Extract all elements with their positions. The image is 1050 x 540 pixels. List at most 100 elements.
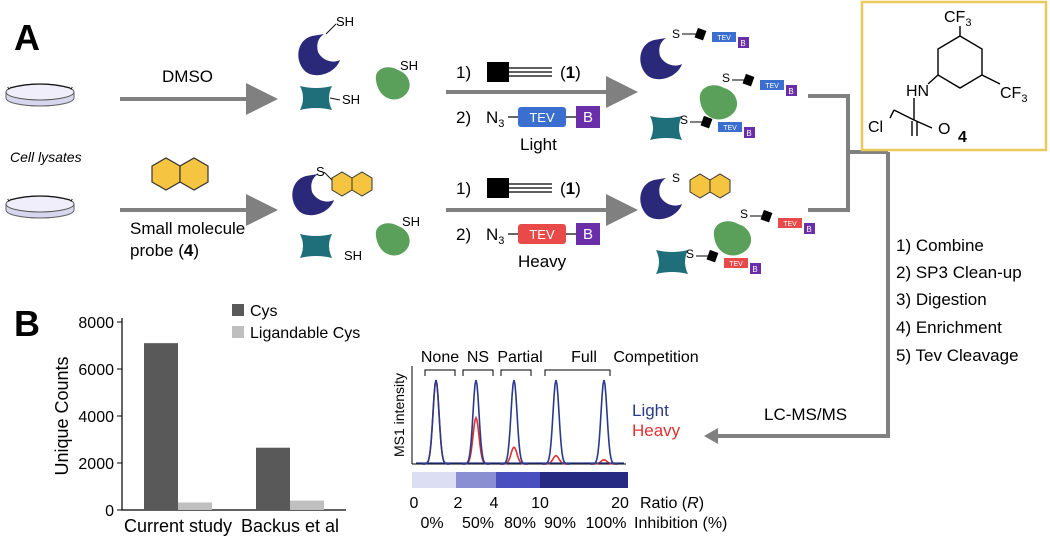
group-label-competition: Competition	[613, 349, 698, 366]
sh-bond	[329, 97, 341, 101]
legend-swatch	[232, 326, 244, 338]
sh-bond	[325, 23, 337, 35]
y-tick-label: 4000	[78, 409, 114, 426]
tev-tag-light	[518, 107, 566, 127]
ratio-band	[496, 472, 540, 488]
tag-tev-label: TEV	[729, 261, 743, 268]
tev-tag-heavy	[518, 224, 566, 244]
probe-adduct-icon	[323, 171, 373, 197]
protein-teal-top	[300, 86, 332, 110]
biotin-tag-heavy	[576, 223, 600, 245]
inhibition-axis-label: Inhibition (%)	[634, 515, 727, 532]
bar-ligandable-cys	[178, 502, 212, 510]
reagent-1-label: (1)	[560, 179, 581, 198]
sh-label: SH	[400, 58, 418, 73]
y-tick-label: 6000	[78, 362, 114, 379]
y-tick-label: 8000	[78, 315, 114, 332]
lcms-arrowhead	[704, 428, 718, 444]
ratio-band	[456, 472, 496, 488]
heavy-peak	[422, 379, 450, 465]
s-label: S	[722, 71, 730, 85]
azide-label-heavy: N3	[486, 225, 504, 247]
cf3-top-label: CF3	[944, 9, 971, 29]
heavy-peak	[462, 415, 490, 465]
tag-b-label: B	[752, 265, 757, 274]
tag-tev-label: TEV	[765, 83, 779, 90]
x-category-label: Backus et al	[241, 516, 339, 536]
protein-purple-bottom	[292, 174, 334, 216]
light-label: Light	[520, 135, 557, 154]
s-label: S	[672, 27, 680, 41]
x-category-label: Current study	[124, 516, 232, 536]
protein-green-bottom	[375, 223, 410, 256]
petri-dish-top	[5, 83, 75, 107]
combine-connector	[712, 94, 890, 438]
o-label: O	[938, 121, 950, 138]
workflow-step-1: 1) Combine	[896, 236, 984, 255]
ratio-tick-label: 0	[410, 495, 419, 512]
reagent-1-label: (1)	[560, 63, 581, 82]
alkyne-probe-block	[487, 62, 509, 82]
ratio-tick-label: 2	[454, 495, 463, 512]
group-label-ns: NS	[467, 349, 489, 366]
compound-4-structure	[889, 26, 1001, 136]
ratio-tick-label: 10	[531, 495, 549, 512]
legend-light: Light	[632, 401, 669, 420]
s-label: S	[316, 164, 325, 179]
bar-cys	[256, 447, 290, 510]
tag-tev-label: TEV	[723, 125, 737, 132]
cf3-right-label: CF3	[1000, 85, 1027, 105]
ms1-axis-title: MS1 intensity	[391, 373, 407, 457]
tev-label-light: TEV	[529, 110, 555, 125]
labeled-proteins-light: S TEV B S TEV B S TEV B	[640, 27, 797, 140]
legend-label: Ligandable Cys	[250, 325, 360, 342]
biotin-tag-light	[576, 106, 600, 128]
legend-swatch	[232, 304, 244, 316]
alkyne-triple-bond	[509, 183, 552, 193]
panel-b-letter: B	[14, 303, 40, 344]
step2-num-heavy: 2)	[456, 225, 471, 244]
tag-b-label: B	[788, 87, 793, 96]
step1-num-light: 1)	[456, 63, 471, 82]
group-bracket	[462, 369, 494, 376]
y-axis-title: Unique Counts	[52, 356, 72, 475]
inhibition-tick-label: 90%	[544, 515, 576, 532]
workflow-step-3: 3) Digestion	[896, 290, 987, 309]
hn-label: HN	[906, 83, 929, 100]
group-label-full: Full	[571, 349, 597, 366]
step1-num-heavy: 1)	[456, 179, 471, 198]
azide-label-light: N3	[486, 108, 504, 130]
petri-dish-bottom	[5, 195, 75, 219]
biotin-label-light: B	[583, 109, 593, 126]
group-bracket	[424, 369, 456, 376]
tag-b-label: B	[806, 225, 811, 234]
y-tick-label: 0	[105, 503, 114, 520]
bar-cys	[144, 343, 178, 510]
probe-label-line1: Small molecule	[130, 219, 245, 238]
compound-4-box	[860, 0, 1048, 152]
s-label: S	[680, 113, 688, 127]
protein-purple-top	[298, 34, 340, 76]
lcms-label: LC-MS/MS	[764, 405, 847, 424]
sh-label: SH	[344, 248, 362, 263]
protein-green-top	[375, 67, 410, 100]
panel-a-letter: A	[14, 17, 40, 58]
step2-num-light: 2)	[456, 108, 471, 127]
ratio-tick-label: 20	[611, 495, 629, 512]
ratio-axis-label: Ratio (R)	[640, 495, 704, 512]
legend-heavy: Heavy	[632, 421, 681, 440]
compound-4-number: 4	[958, 129, 967, 146]
inhibition-tick-label: 80%	[504, 515, 536, 532]
inhibition-tick-label: 50%	[462, 515, 494, 532]
sh-label: SH	[402, 214, 420, 229]
cell-lysates-label: Cell lysates	[10, 149, 82, 165]
bar-ligandable-cys	[290, 500, 324, 510]
group-bracket	[544, 369, 611, 376]
dmso-label: DMSO	[162, 67, 213, 86]
tev-label-heavy: TEV	[529, 227, 555, 242]
labeled-proteins-heavy: S S TEV B S TEV B	[640, 171, 815, 274]
light-peak	[462, 379, 490, 465]
